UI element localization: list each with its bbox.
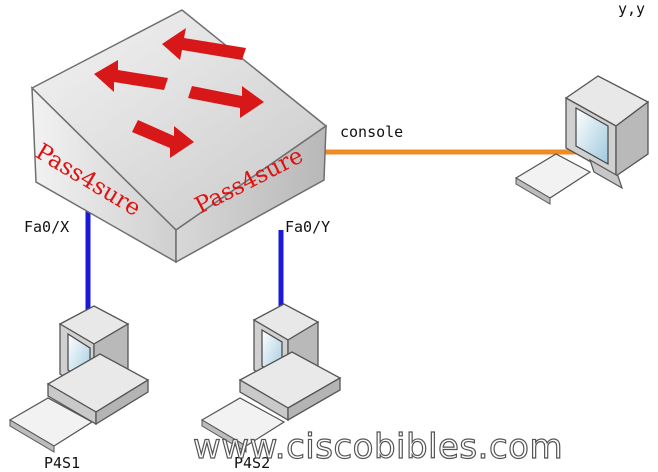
switch-arrows: [94, 28, 264, 158]
port-label-left: Fa0/X: [24, 218, 69, 236]
watermark-text: www.ciscobibles.com: [193, 427, 563, 467]
switch-icon: Pass4sure Pass4sure: [30, 9, 328, 264]
corner-text-fragment: y,y: [618, 0, 645, 18]
host-p4s1-computer-icon: [8, 305, 150, 453]
console-computer-icon: [514, 75, 650, 205]
console-label: console: [340, 123, 403, 141]
port-label-right: Fa0/Y: [285, 218, 330, 236]
host-label-p4s2: P4S2: [234, 454, 270, 472]
host-p4s2-computer-icon: [200, 303, 342, 453]
host-label-p4s1: P4S1: [44, 454, 80, 472]
